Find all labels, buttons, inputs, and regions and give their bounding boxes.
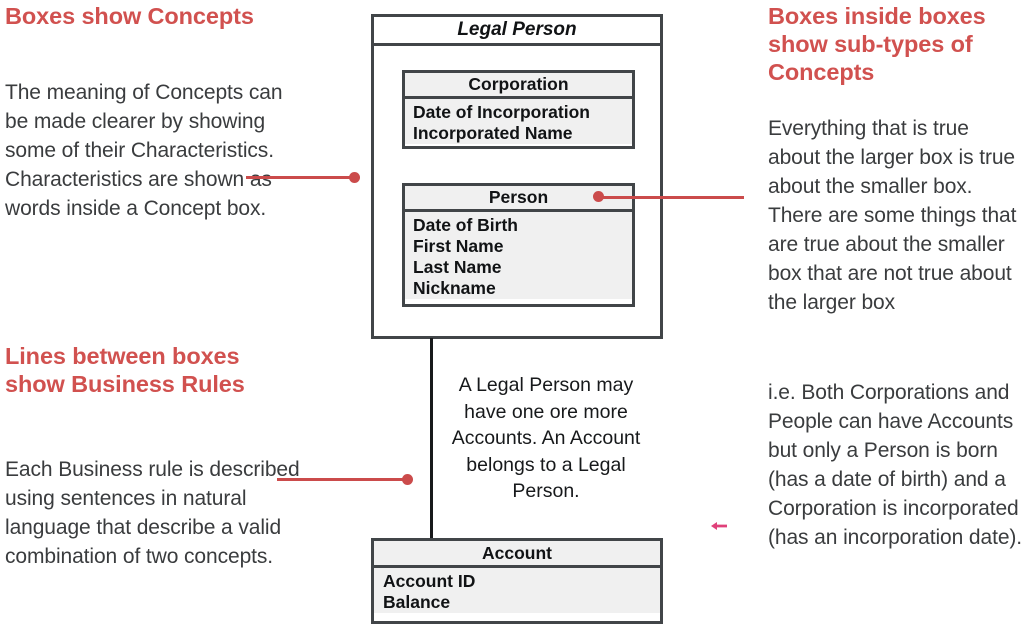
annotation-body-subtypes: Everything that is true about the larger…	[768, 117, 1017, 314]
annotation-heading-subtypes: Boxes inside boxes show sub-types of Con…	[768, 3, 986, 85]
annotation-body-example: i.e. Both Corporations and People can ha…	[768, 381, 1023, 549]
leader-line-subtypes	[600, 196, 744, 199]
entity-title-corporation: Corporation	[405, 73, 632, 99]
leader-dot-subtypes	[593, 191, 604, 202]
leader-dot-business-rules	[402, 474, 413, 485]
entity-attribute: Date of Incorporation	[413, 102, 590, 122]
leader-line-concepts	[246, 176, 354, 179]
entity-box-person[interactable]: Person Date of Birth First Name Last Nam…	[402, 183, 635, 307]
leader-dot-concepts	[349, 172, 360, 183]
annotation-heading-business-rules: Lines between boxes show Business Rules	[5, 343, 245, 397]
entity-attributes-person: Date of Birth First Name Last Name Nickn…	[405, 212, 632, 299]
relationship-connector-line	[430, 338, 433, 539]
annotation-body-concepts: The meaning of Concepts can be made clea…	[5, 81, 283, 220]
entity-attribute: Date of Birth	[413, 215, 518, 235]
entity-attribute: Account ID	[383, 571, 476, 591]
entity-box-account[interactable]: Account Account ID Balance	[371, 538, 663, 624]
entity-attribute: Incorporated Name	[413, 123, 573, 143]
entity-attribute: Nickname	[413, 278, 496, 298]
entity-box-corporation[interactable]: Corporation Date of Incorporation Incorp…	[402, 70, 635, 149]
annotation-heading-concepts: Boxes show Concepts	[5, 3, 254, 29]
entity-attribute: First Name	[413, 236, 504, 256]
arrow-left-icon	[711, 522, 727, 530]
entity-title-legal-person: Legal Person	[374, 17, 660, 46]
entity-attributes-corporation: Date of Incorporation Incorporated Name	[405, 99, 632, 144]
entity-attribute: Balance	[383, 592, 451, 612]
annotation-body-business-rules: Each Business rule is described using se…	[5, 458, 300, 568]
leader-line-business-rules	[277, 478, 407, 481]
entity-attributes-account: Account ID Balance	[374, 568, 660, 613]
business-rule-caption: A Legal Person may have one ore more Acc…	[451, 374, 641, 502]
entity-attribute: Last Name	[413, 257, 502, 277]
entity-title-account: Account	[374, 541, 660, 568]
